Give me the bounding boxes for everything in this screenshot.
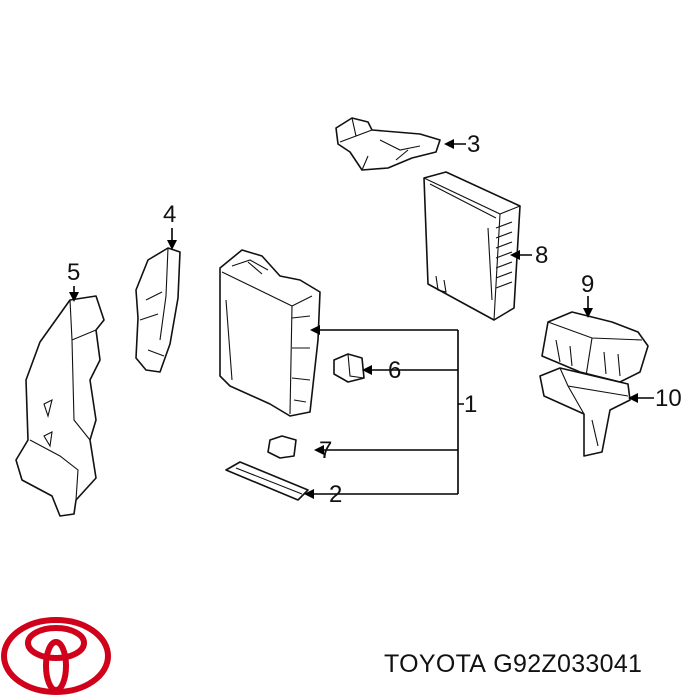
part-6-connector xyxy=(333,353,365,383)
callout-8: 8 xyxy=(535,242,548,269)
part-8-control-module xyxy=(423,171,521,321)
part-1-junction-box xyxy=(219,249,321,417)
part-7-clip xyxy=(267,435,297,459)
toyota-logo xyxy=(1,617,111,695)
brand-name: TOYOTA xyxy=(384,650,487,678)
callout-5: 5 xyxy=(67,259,80,286)
leader-lines xyxy=(69,139,654,499)
part-number: G92Z033041 xyxy=(493,650,643,678)
callout-10: 10 xyxy=(655,385,682,412)
part-5-bracket xyxy=(15,295,105,517)
part-3-bracket xyxy=(335,117,441,171)
callout-4: 4 xyxy=(163,201,176,228)
part-10-holder xyxy=(539,367,631,457)
callout-2: 2 xyxy=(329,481,342,508)
part-4-bracket xyxy=(135,247,181,373)
callout-6: 6 xyxy=(388,357,401,384)
callout-7: 7 xyxy=(319,437,332,464)
callout-1: 1 xyxy=(464,391,477,418)
callout-9: 9 xyxy=(581,271,594,298)
part-2-cover xyxy=(225,461,309,501)
leader-1-bracket xyxy=(457,330,464,494)
callout-3: 3 xyxy=(467,131,480,158)
